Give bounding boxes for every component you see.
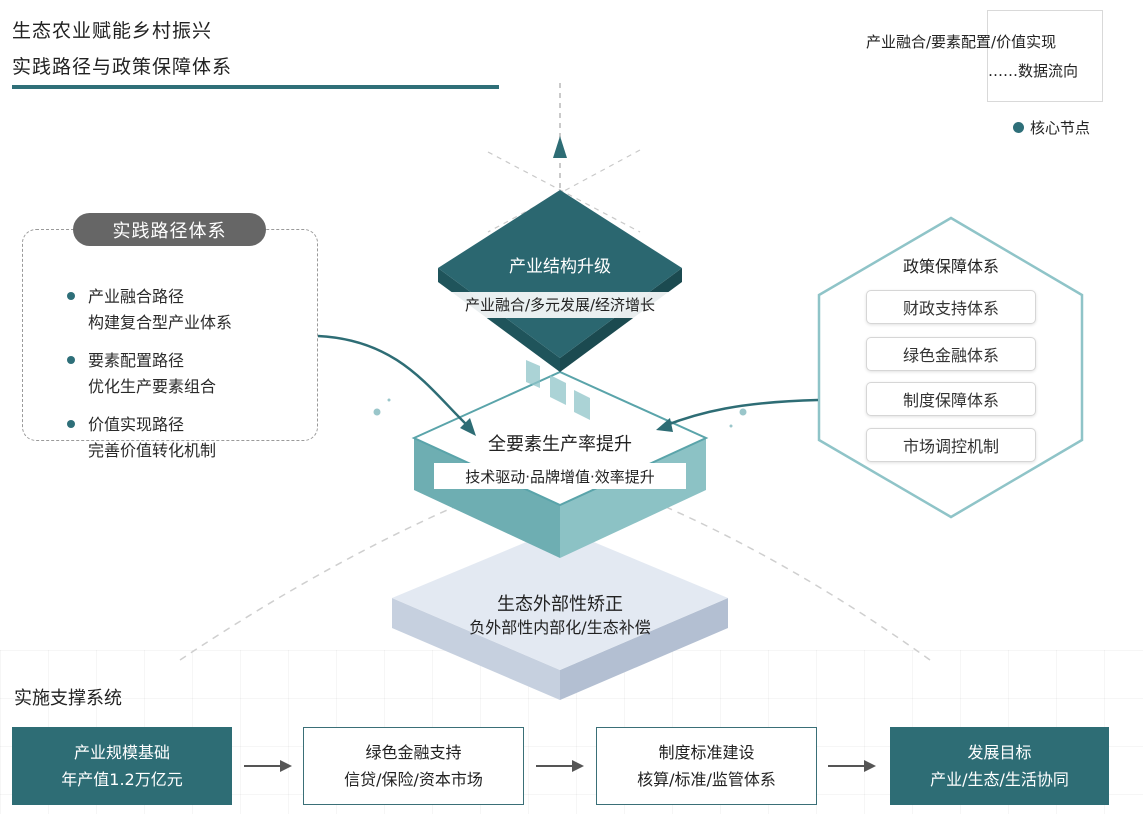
- legend-line-2: ……数据流向: [988, 62, 1079, 80]
- title-line-2: 实践路径与政策保障体系: [12, 56, 233, 78]
- legend-node-dot-icon: [1013, 122, 1024, 133]
- practice-item-desc: 完善价值转化机制: [88, 441, 217, 460]
- practice-item-title: 要素配置路径: [88, 351, 185, 370]
- floating-tile-2: [550, 375, 566, 405]
- decor-dot-1: [373, 408, 381, 416]
- floating-tile-3: [574, 390, 590, 420]
- dashed-cross-line-1: [487, 151, 641, 233]
- support-box-line1: 绿色金融支持: [365, 743, 462, 762]
- policy-item-fiscal: 财政支持体系: [866, 290, 1036, 324]
- bottom-node-title: 生态外部性矫正: [497, 594, 623, 615]
- support-arrow-1-head-icon: [280, 760, 292, 772]
- policy-item-market: 市场调控机制: [866, 428, 1036, 462]
- decor-dot-2: [387, 398, 391, 402]
- support-arrow-2-head-icon: [572, 760, 584, 772]
- practice-bullet-icon: [67, 356, 75, 364]
- title-underline: [12, 85, 499, 89]
- practice-item-desc: 构建复合型产业体系: [88, 313, 233, 332]
- policy-title: 政策保障体系: [902, 257, 999, 276]
- bottom-node-subtitle: 负外部性内部化/生态补偿: [469, 618, 651, 637]
- support-arrow-3-head-icon: [864, 760, 876, 772]
- practice-panel: [22, 229, 318, 441]
- floating-tile-1: [526, 360, 540, 388]
- right-dashed-arc: [649, 499, 931, 661]
- top-diamond-face: [438, 190, 682, 358]
- support-box-standards: 制度标准建设 核算/标准/监管体系: [596, 727, 817, 805]
- middle-node-subtitle: 技术驱动·品牌增值·效率提升: [465, 468, 655, 486]
- legend-line-1: 产业融合/要素配置/价值实现: [866, 33, 1057, 51]
- right-curve-arrow: [663, 398, 819, 428]
- practice-item-title: 产业融合路径: [88, 287, 185, 306]
- dashed-cross-line-2: [487, 149, 641, 233]
- middle-node-subtitle-bg: [434, 463, 686, 489]
- support-box-green-finance: 绿色金融支持 信贷/保险/资本市场: [303, 727, 524, 805]
- support-box-line2: 产业/生态/生活协同: [930, 770, 1069, 789]
- practice-item-desc: 优化生产要素组合: [88, 377, 217, 396]
- support-title: 实施支撑系统: [14, 688, 122, 709]
- decor-dot-3: [739, 408, 747, 416]
- decor-dot-4: [729, 424, 733, 428]
- top-node-subtitle-bg: [436, 292, 684, 318]
- legend-box: [987, 10, 1103, 102]
- support-box-goal: 发展目标 产业/生态/生活协同: [890, 727, 1109, 805]
- left-curve-arrow: [317, 334, 471, 429]
- legend-node-label: 核心节点: [1030, 119, 1091, 137]
- right-arrow-head-icon: [656, 418, 673, 432]
- bottom-platform-left-side: [392, 598, 560, 700]
- practice-bullet-icon: [67, 292, 75, 300]
- bottom-platform-top: [392, 528, 728, 670]
- policy-item-institution: 制度保障体系: [866, 382, 1036, 416]
- practice-bullet-icon: [67, 420, 75, 428]
- practice-header-pill: 实践路径体系: [73, 213, 266, 246]
- support-box-line1: 发展目标: [967, 743, 1032, 762]
- support-box-line1: 产业规模基础: [73, 743, 170, 762]
- bottom-platform-right-side: [560, 598, 728, 700]
- middle-node-title: 全要素生产率提升: [488, 434, 632, 455]
- up-arrow-head-icon: [553, 136, 567, 158]
- title-line-1: 生态农业赋能乡村振兴: [12, 20, 213, 42]
- support-box-line2: 信贷/保险/资本市场: [344, 770, 483, 789]
- policy-item-green-finance: 绿色金融体系: [866, 337, 1036, 371]
- top-node-subtitle: 产业融合/多元发展/经济增长: [464, 296, 656, 314]
- support-box-scale: 产业规模基础 年产值1.2万亿元: [12, 727, 232, 805]
- left-dashed-arc: [179, 499, 471, 661]
- left-arrow-head-icon: [460, 418, 476, 436]
- practice-item-title: 价值实现路径: [88, 415, 185, 434]
- support-box-line2: 年产值1.2万亿元: [61, 770, 183, 789]
- support-box-line2: 核算/标准/监管体系: [637, 770, 776, 789]
- support-box-line1: 制度标准建设: [658, 743, 755, 762]
- top-node-title: 产业结构升级: [509, 257, 611, 277]
